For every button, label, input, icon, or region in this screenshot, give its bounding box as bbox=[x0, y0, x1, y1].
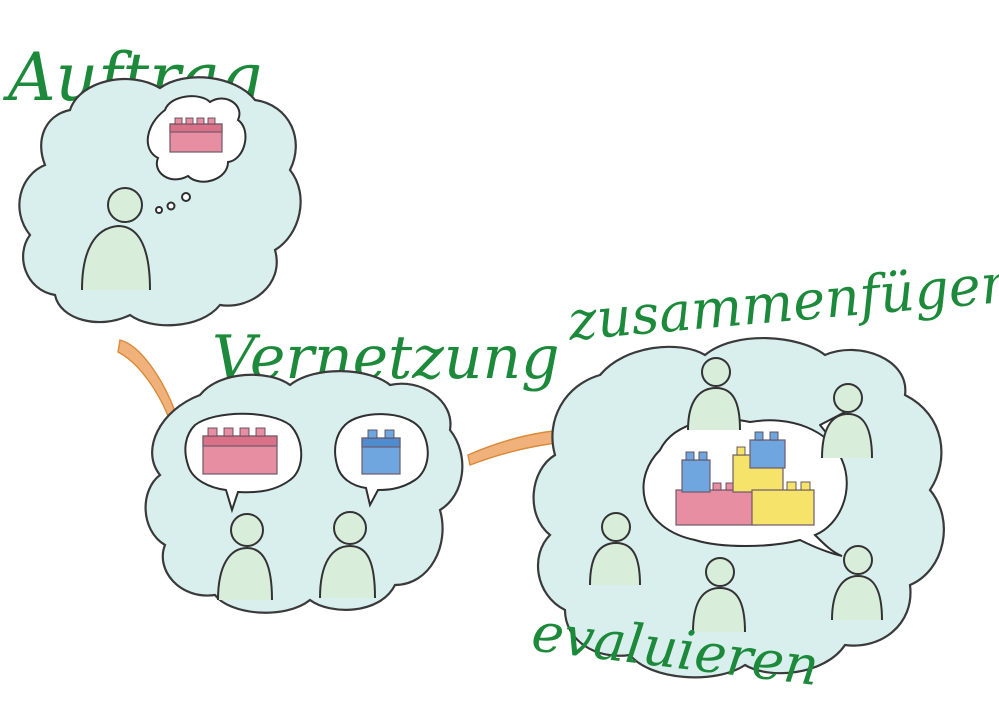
thought-dot-icon bbox=[166, 201, 176, 211]
lego-brick-icon bbox=[169, 117, 223, 153]
lego-brick-icon bbox=[675, 431, 815, 526]
cloud-vernetzung bbox=[144, 370, 464, 614]
thought-dot-icon bbox=[155, 206, 163, 214]
person-icon bbox=[692, 557, 746, 633]
person-icon bbox=[81, 187, 151, 291]
cloud-zusammenfuegen bbox=[532, 337, 945, 679]
lego-brick-icon bbox=[202, 427, 278, 475]
person-icon bbox=[217, 513, 273, 601]
lego-brick-icon bbox=[361, 429, 401, 475]
person-icon bbox=[821, 383, 873, 459]
cloud-icon bbox=[144, 370, 464, 614]
person-icon bbox=[687, 357, 741, 431]
person-icon bbox=[589, 512, 641, 586]
person-icon bbox=[319, 511, 376, 599]
label-zusammenfuegen: zusammenfügen bbox=[565, 251, 999, 353]
cloud-auftrag bbox=[18, 76, 302, 327]
person-icon bbox=[831, 545, 883, 621]
thought-dot-icon bbox=[181, 192, 191, 202]
